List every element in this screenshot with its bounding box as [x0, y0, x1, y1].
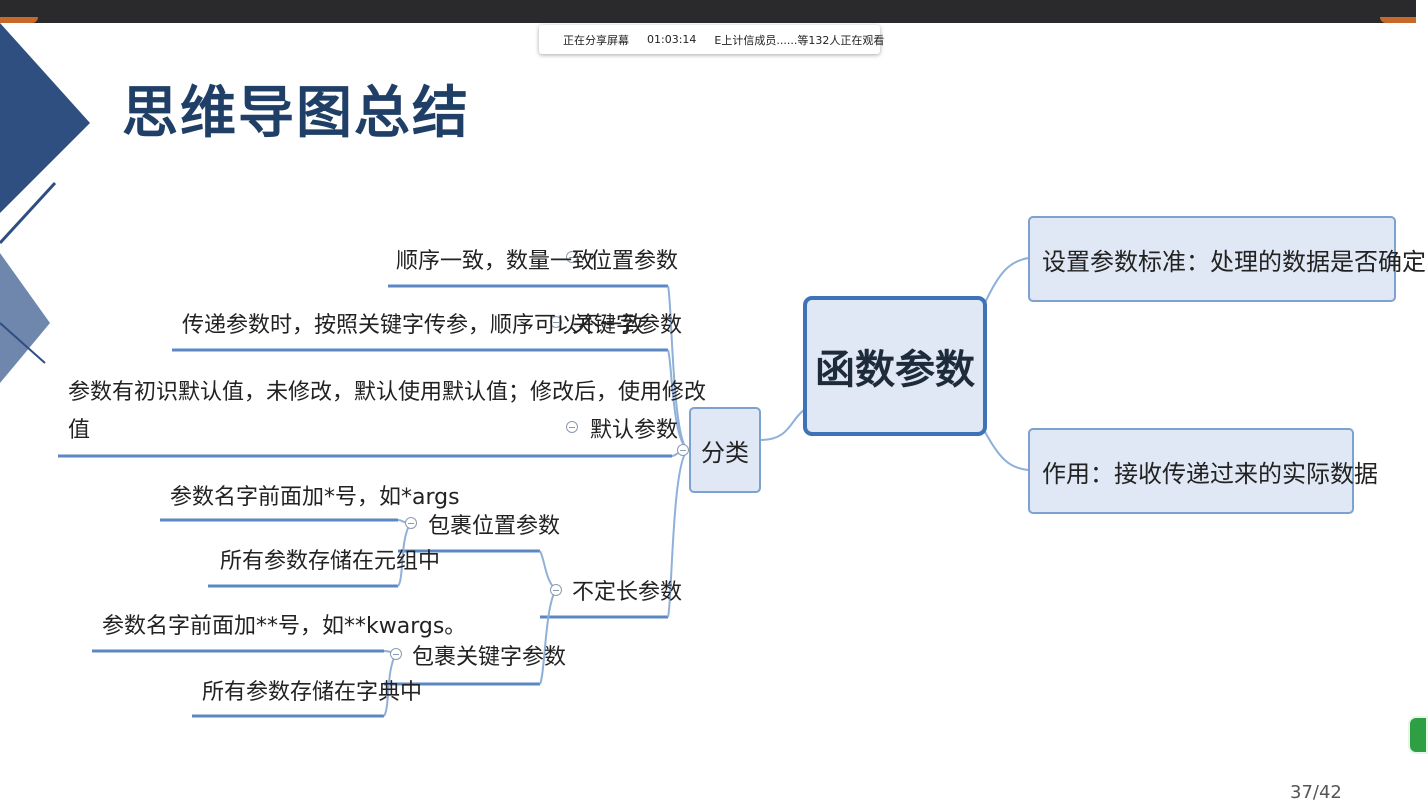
share-viewers: E上计信成员......等132人正在观看	[714, 33, 885, 47]
collapse-pos-wrap-icon[interactable]	[405, 517, 417, 529]
leaf-keyword-desc: 传递参数时，按照关键字传参，顺序可以不一致	[182, 313, 645, 338]
leaf-kw-wrap-desc2: 所有参数存储在字典中	[202, 680, 423, 705]
leaf-positional-desc: 顺序一致，数量一致	[396, 249, 595, 274]
share-status: 正在分享屏幕	[563, 33, 629, 47]
branch-positional-label[interactable]: 位置参数	[590, 249, 679, 274]
collapse-positional-icon[interactable]	[566, 251, 578, 263]
top-left-accent	[0, 17, 38, 23]
leaf-kw-wrap-desc1: 参数名字前面加**号，如**kwargs。	[102, 614, 467, 639]
node-purpose[interactable]: 作用：接收传递过来的实际数据	[1028, 428, 1378, 514]
collapse-kw-wrap-icon[interactable]	[390, 648, 402, 660]
collapse-keyword-icon[interactable]	[550, 316, 562, 328]
leaf-pos-wrap-desc2: 所有参数存储在元组中	[220, 549, 441, 574]
slide-decoration	[0, 23, 90, 383]
branch-default-label[interactable]: 默认参数	[590, 418, 679, 443]
share-timer: 01:03:14	[647, 33, 697, 46]
collapse-variadic-icon[interactable]	[550, 584, 562, 596]
branch-pos-wrap-label[interactable]: 包裹位置参数	[428, 514, 561, 539]
collapse-classify-icon[interactable]	[677, 444, 689, 456]
branch-variadic-label[interactable]: 不定长参数	[572, 580, 683, 605]
central-node-function-params[interactable]: 函数参数	[803, 296, 987, 436]
screen-share-bar[interactable]: 正在分享屏幕 01:03:14 E上计信成员......等132人正在观看	[539, 25, 884, 54]
slide-title: 思维导图总结	[122, 81, 470, 146]
top-right-accent	[1380, 17, 1416, 23]
collapse-default-icon[interactable]	[566, 421, 578, 433]
leaf-default-desc-line1: 参数有初识默认值，未修改，默认使用默认值；修改后，使用修改	[68, 380, 707, 405]
leaf-pos-wrap-desc1: 参数名字前面加*号，如*args	[170, 485, 460, 510]
node-classify[interactable]: 分类	[689, 407, 761, 493]
window-top-bar	[0, 0, 1416, 23]
floating-side-button[interactable]	[1408, 716, 1428, 754]
node-param-standard[interactable]: 设置参数标准：处理的数据是否确定	[1028, 216, 1426, 302]
branch-kw-wrap-label[interactable]: 包裹关键字参数	[412, 645, 567, 670]
leaf-default-desc-line2: 值	[68, 418, 91, 443]
branch-keyword-label[interactable]: 关键字参数	[572, 313, 683, 338]
slide-page-number: 37/42	[1290, 782, 1342, 803]
